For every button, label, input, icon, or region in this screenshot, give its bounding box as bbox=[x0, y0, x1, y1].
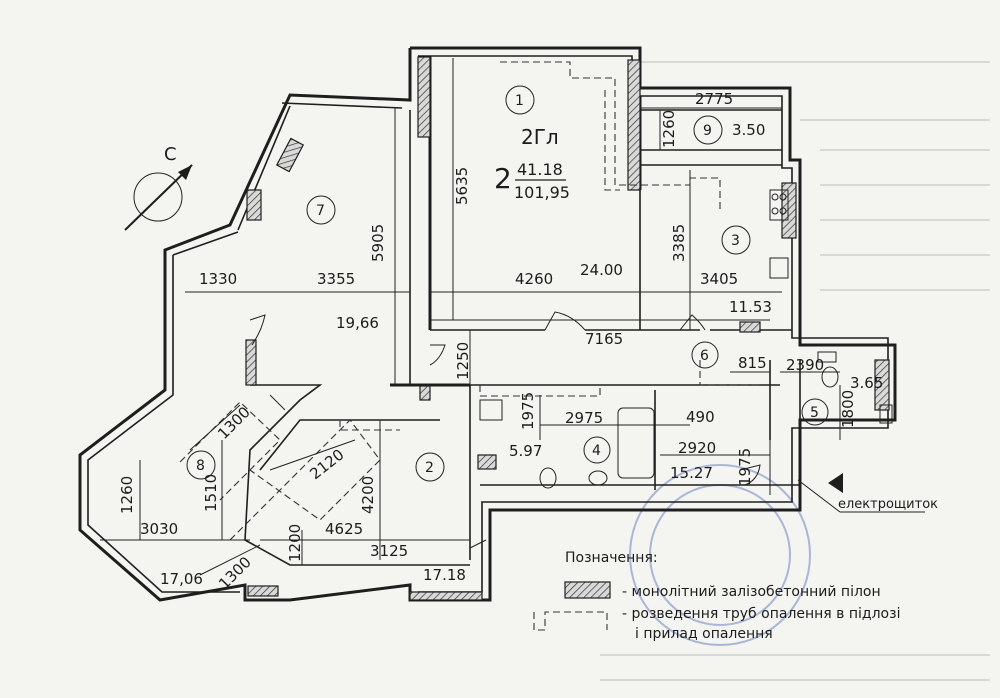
room-7-marker: 7 bbox=[306, 195, 336, 225]
toilet-icon-wc bbox=[821, 366, 839, 388]
room-3-area: 11.53 bbox=[729, 298, 772, 316]
room-3-marker: 3 bbox=[721, 225, 751, 255]
room-2-area: 17.18 bbox=[423, 566, 466, 584]
total-area: 101,95 bbox=[514, 183, 570, 202]
svg-text:8: 8 bbox=[196, 458, 205, 474]
dim-label: 1250 bbox=[454, 342, 472, 380]
dim-label: 815 bbox=[738, 354, 767, 372]
sink-icon bbox=[588, 470, 608, 486]
room-8-area: 17,06 bbox=[160, 570, 203, 588]
dimension-lines bbox=[100, 58, 841, 576]
room-9-area: 3.50 bbox=[732, 121, 765, 139]
legend-item-pipe: - розведення труб опалення в підлозі bbox=[622, 606, 900, 622]
dim-label: 2975 bbox=[565, 409, 603, 427]
dim-label: 3385 bbox=[670, 224, 688, 262]
room-1-marker: 1 bbox=[505, 85, 535, 115]
faded-stamp-inner bbox=[649, 484, 791, 626]
legend-item-heater: і прилад опалення bbox=[635, 626, 773, 642]
electric-panel-marker: електрощиток bbox=[797, 473, 938, 513]
dim-label: 7165 bbox=[585, 330, 623, 348]
door-swings bbox=[249, 311, 761, 549]
exterior-walls bbox=[78, 46, 897, 602]
room-9-marker: 9 bbox=[693, 115, 723, 145]
dim-label: 1300 bbox=[214, 403, 254, 443]
svg-text:3: 3 bbox=[731, 233, 740, 249]
concrete-pylons bbox=[245, 56, 890, 601]
faded-stamp bbox=[629, 464, 811, 646]
room-8-marker: 8 bbox=[186, 450, 216, 480]
apartment-number: 2 bbox=[494, 162, 512, 195]
room-6-marker: 6 bbox=[691, 341, 719, 369]
kitchen-sink-icon bbox=[769, 257, 789, 279]
apartment-type: 2Гл bbox=[521, 125, 559, 149]
living-area: 41.18 bbox=[517, 160, 563, 179]
dim-label: 4260 bbox=[515, 270, 553, 288]
toilet-icon bbox=[539, 467, 557, 489]
dim-label: 1330 bbox=[199, 270, 237, 288]
dim-label: 5635 bbox=[453, 167, 471, 205]
north-compass: С bbox=[124, 144, 193, 231]
svg-text:9: 9 bbox=[703, 123, 712, 139]
legend-pipe-swatch bbox=[533, 611, 608, 631]
svg-text:7: 7 bbox=[316, 203, 325, 219]
dim-label: 1800 bbox=[839, 390, 857, 428]
dim-label: 1510 bbox=[202, 474, 220, 512]
svg-text:5: 5 bbox=[810, 405, 819, 421]
bathtub-icon bbox=[617, 407, 655, 479]
dim-label: 3030 bbox=[140, 520, 178, 538]
dim-label: 2390 bbox=[786, 356, 824, 374]
dim-label: 5905 bbox=[369, 224, 387, 262]
room-5-area: 3.65 bbox=[850, 374, 883, 392]
sanitary-fixtures bbox=[479, 189, 893, 489]
legend-title: Позначення: bbox=[565, 550, 658, 566]
room-5-marker: 5 bbox=[801, 398, 829, 426]
dim-label: 2775 bbox=[695, 90, 733, 108]
dim-label: 1975 bbox=[736, 448, 754, 486]
legend-pylon-swatch bbox=[564, 581, 611, 599]
dim-label: 1260 bbox=[660, 110, 678, 148]
svg-text:4: 4 bbox=[592, 443, 601, 459]
dim-label: 2120 bbox=[306, 445, 347, 483]
room-6-area: 15.27 bbox=[670, 464, 713, 482]
legend: Позначення: - монолітний залізобетонний … bbox=[533, 550, 900, 642]
room-7-area: 19,66 bbox=[336, 314, 379, 332]
room-areas: 24.00 17.18 11.53 5.97 3.65 15.27 19,66 … bbox=[160, 121, 883, 588]
room-4-area: 5.97 bbox=[509, 442, 542, 460]
dim-label: 1200 bbox=[286, 524, 304, 562]
dim-label: 1260 bbox=[118, 476, 136, 514]
svg-text:6: 6 bbox=[700, 348, 709, 364]
washbasin-icon bbox=[479, 399, 503, 421]
dim-label: 2920 bbox=[678, 439, 716, 457]
dim-label: 3355 bbox=[317, 270, 355, 288]
svg-text:1: 1 bbox=[515, 93, 524, 109]
room-markers: 1 2 3 4 5 6 7 8 bbox=[186, 85, 829, 482]
dim-label: 1975 bbox=[519, 392, 537, 430]
compass-letter: С bbox=[164, 144, 177, 165]
apartment-label: 2Гл 2 41.18 101,95 bbox=[494, 125, 570, 202]
washbasin-icon-wc bbox=[879, 404, 893, 424]
dim-label: 490 bbox=[686, 408, 715, 426]
svg-text:2: 2 bbox=[425, 460, 434, 476]
dim-label: 4200 bbox=[359, 476, 377, 514]
room-4-marker: 4 bbox=[583, 436, 611, 464]
dim-label: 4625 bbox=[325, 520, 363, 538]
room-2-marker: 2 bbox=[415, 452, 445, 482]
legend-item-pylon: - монолітний залізобетонний пілон bbox=[622, 584, 881, 600]
dim-label: 3125 bbox=[370, 542, 408, 560]
stove-icon bbox=[769, 189, 789, 221]
dim-label: 3405 bbox=[700, 270, 738, 288]
electric-panel-arrow-icon bbox=[828, 473, 843, 493]
electric-panel-label: електрощиток bbox=[838, 497, 938, 512]
room-1-area: 24.00 bbox=[580, 261, 623, 279]
